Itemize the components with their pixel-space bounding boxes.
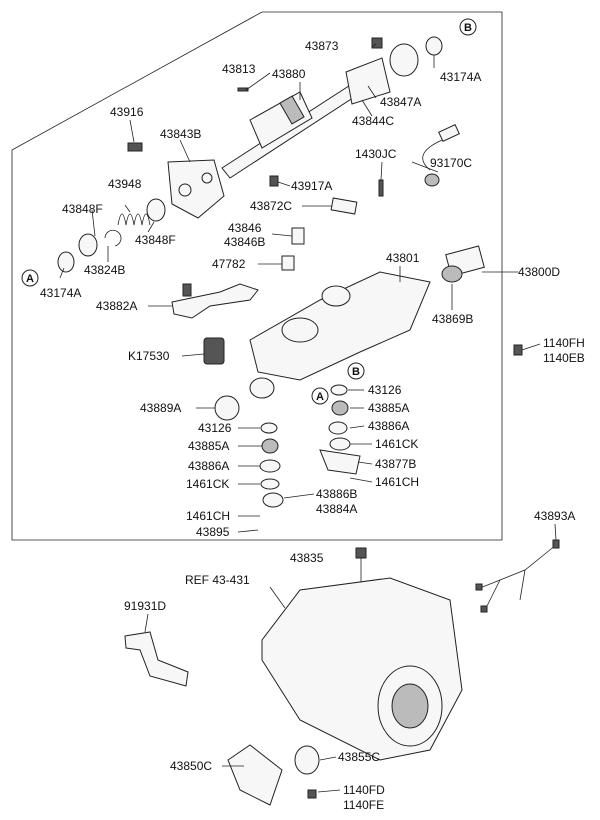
label-43844c: 43844C xyxy=(352,114,394,128)
label-1140fe: 1140FE xyxy=(343,798,384,812)
leader-lines xyxy=(59,43,557,793)
label-1430jc: 1430JC xyxy=(355,147,397,161)
label-43885a-l: 43885A xyxy=(188,439,229,453)
label-1461ch-l: 1461CH xyxy=(186,509,230,523)
label-43800d: 43800D xyxy=(518,265,560,279)
label-43882a: 43882A xyxy=(96,299,137,313)
label-43847a: 43847A xyxy=(380,95,421,109)
mount-bracket-icon xyxy=(124,631,189,687)
housing-icon xyxy=(171,271,431,399)
label-43885a-r: 43885A xyxy=(368,401,409,415)
label-93170c: 93170C xyxy=(430,156,472,170)
label-43889a: 43889A xyxy=(140,401,181,415)
label-43886a-l: 43886A xyxy=(188,459,229,473)
label-43917a: 43917A xyxy=(291,179,332,193)
label-43869b: 43869B xyxy=(432,312,473,326)
sensor-icon xyxy=(422,124,485,283)
label-43174a-left: 43174A xyxy=(40,286,81,300)
label-43848f-a: 43848F xyxy=(62,202,103,216)
label-43843b: 43843B xyxy=(160,127,201,141)
callout-a-left: A xyxy=(21,269,39,287)
boot-icon xyxy=(371,36,443,77)
label-43846b: 43846B xyxy=(224,235,265,249)
label-1140fh: 1140FH xyxy=(543,336,585,350)
label-43850c: 43850C xyxy=(170,759,212,773)
part-labels: 43873 43813 43880 43174A 43847A 43844C 4… xyxy=(40,39,585,812)
callout-a-mid-text: A xyxy=(316,391,324,403)
label-1140fd: 1140FD xyxy=(343,783,385,797)
label-43855c: 43855C xyxy=(338,750,380,764)
label-43801: 43801 xyxy=(386,251,420,265)
label-43835: 43835 xyxy=(290,551,324,565)
seal-icon xyxy=(214,384,361,775)
wiring-harness-icon xyxy=(475,539,560,613)
callout-a-mid: A xyxy=(311,387,329,405)
label-43824b: 43824B xyxy=(84,263,125,277)
bolt-icon xyxy=(269,175,523,799)
switch-icon xyxy=(203,197,358,365)
label-1461ck-l: 1461CK xyxy=(186,477,229,491)
label-43948: 43948 xyxy=(108,177,142,191)
label-43846: 43846 xyxy=(228,221,262,235)
label-47782: 47782 xyxy=(212,257,246,271)
label-43895: 43895 xyxy=(196,525,230,539)
label-43174a-top: 43174A xyxy=(440,70,481,84)
label-43916: 43916 xyxy=(110,105,144,119)
label-43880: 43880 xyxy=(272,67,306,81)
callout-b-top-text: B xyxy=(464,22,472,34)
callout-a-left-text: A xyxy=(26,273,34,285)
transaxle-icon xyxy=(227,577,463,806)
label-43893a: 43893A xyxy=(534,509,575,523)
label-43884a: 43884A xyxy=(316,502,357,516)
label-43126-b: 43126 xyxy=(198,421,232,435)
label-k17530: K17530 xyxy=(128,349,170,363)
label-43872c: 43872C xyxy=(250,199,292,213)
assembly-frame xyxy=(11,11,503,541)
label-1461ck-r: 1461CK xyxy=(375,437,418,451)
spring-icon xyxy=(57,198,166,273)
label-1461ch-r: 1461CH xyxy=(375,475,419,489)
callout-b-top: B xyxy=(459,18,477,36)
bracket-icon xyxy=(127,142,225,219)
label-43886b: 43886B xyxy=(316,487,357,501)
label-43813: 43813 xyxy=(222,62,256,76)
label-43886a-r: 43886A xyxy=(368,419,409,433)
callout-b-mid: B xyxy=(347,362,365,380)
label-43848f-b: 43848F xyxy=(135,233,176,247)
callout-b-mid-text: B xyxy=(352,366,360,378)
label-43126-a: 43126 xyxy=(368,383,402,397)
label-1140eb: 1140EB xyxy=(543,351,585,365)
label-91931d: 91931D xyxy=(124,599,166,613)
label-43873: 43873 xyxy=(305,39,339,53)
label-ref-43-431: REF 43-431 xyxy=(185,573,250,587)
shift-lever-shaft-icon xyxy=(221,57,391,179)
label-43877b: 43877B xyxy=(375,457,416,471)
